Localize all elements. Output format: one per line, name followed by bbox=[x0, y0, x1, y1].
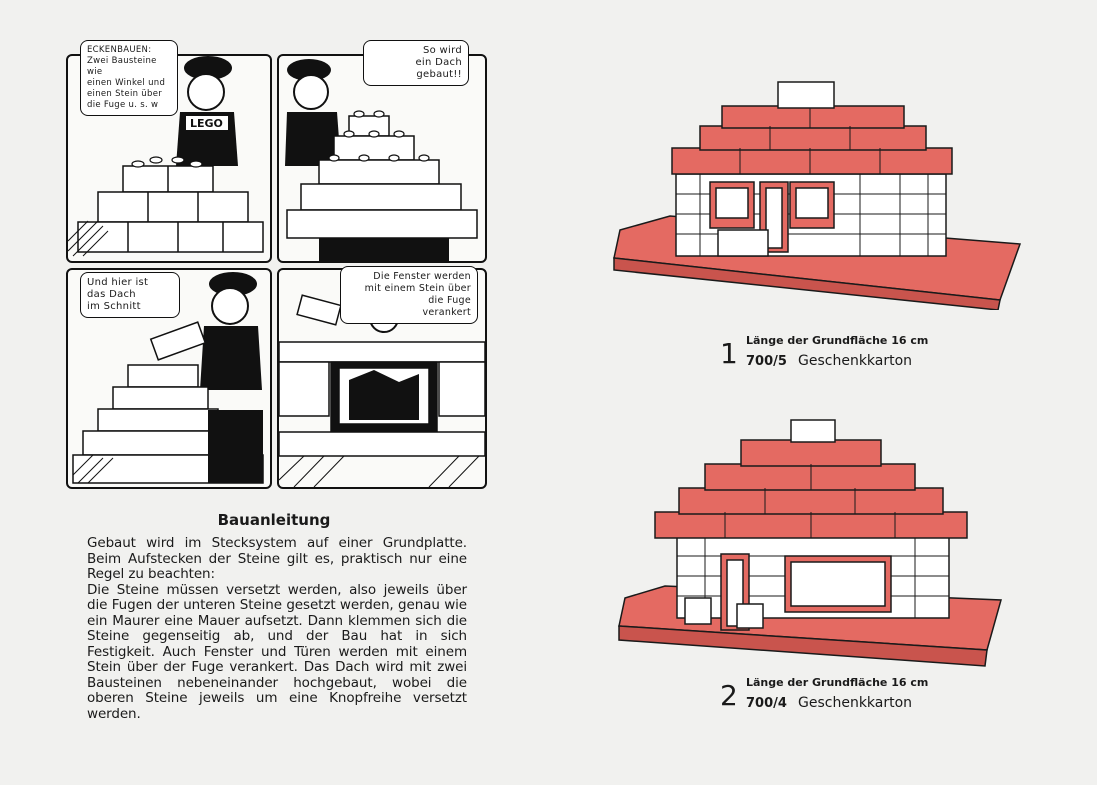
model-1-name: Geschenkkarton bbox=[798, 353, 913, 369]
speech-bubble-corner: ECKENBAUEN: Zwei Bausteine wie einen Win… bbox=[80, 40, 178, 116]
house-model-1-illustration bbox=[610, 78, 1030, 311]
instructions-paragraph-2: Die Steine müssen versetzt werden, also … bbox=[87, 581, 467, 722]
model-2-name: Geschenkkarton bbox=[798, 695, 913, 711]
speech-bubble-roof: So wird ein Dach gebaut!! bbox=[363, 40, 469, 86]
instructions-text: Gebaut wird im Stecksystem auf einer Gru… bbox=[87, 535, 467, 722]
corner-building-illustration: LEGO bbox=[68, 56, 264, 257]
model-2-size-label: Länge der Grundfläche 16 cm bbox=[746, 676, 929, 689]
roof-building-illustration bbox=[285, 59, 478, 261]
roof-cross-section-illustration bbox=[72, 272, 264, 484]
svg-text:LEGO: LEGO bbox=[190, 117, 223, 130]
house-model-2-illustration bbox=[615, 418, 1007, 670]
model-1-caption: 1 Länge der Grundfläche 16 cm 700/5 Gesc… bbox=[720, 334, 950, 374]
model-2-number: 2 bbox=[720, 679, 738, 712]
model-1-article-number: 700/5 bbox=[746, 354, 787, 369]
window-anchoring-illustration bbox=[279, 294, 485, 487]
instructions-title: Bauanleitung bbox=[217, 511, 331, 529]
model-2-article-number: 700/4 bbox=[746, 696, 787, 711]
speech-bubble-section: Und hier ist das Dach im Schnitt bbox=[80, 272, 180, 318]
model-1-number: 1 bbox=[720, 337, 738, 370]
model-1-size-label: Länge der Grundfläche 16 cm bbox=[746, 334, 929, 347]
instructions-paragraph-1: Gebaut wird im Stecksystem auf einer Gru… bbox=[87, 535, 467, 582]
model-2-caption: 2 Länge der Grundfläche 16 cm 700/4 Gesc… bbox=[720, 676, 950, 716]
comic-panel-2 bbox=[277, 54, 487, 263]
speech-bubble-window: Die Fenster werden mit einem Stein über … bbox=[340, 266, 478, 324]
